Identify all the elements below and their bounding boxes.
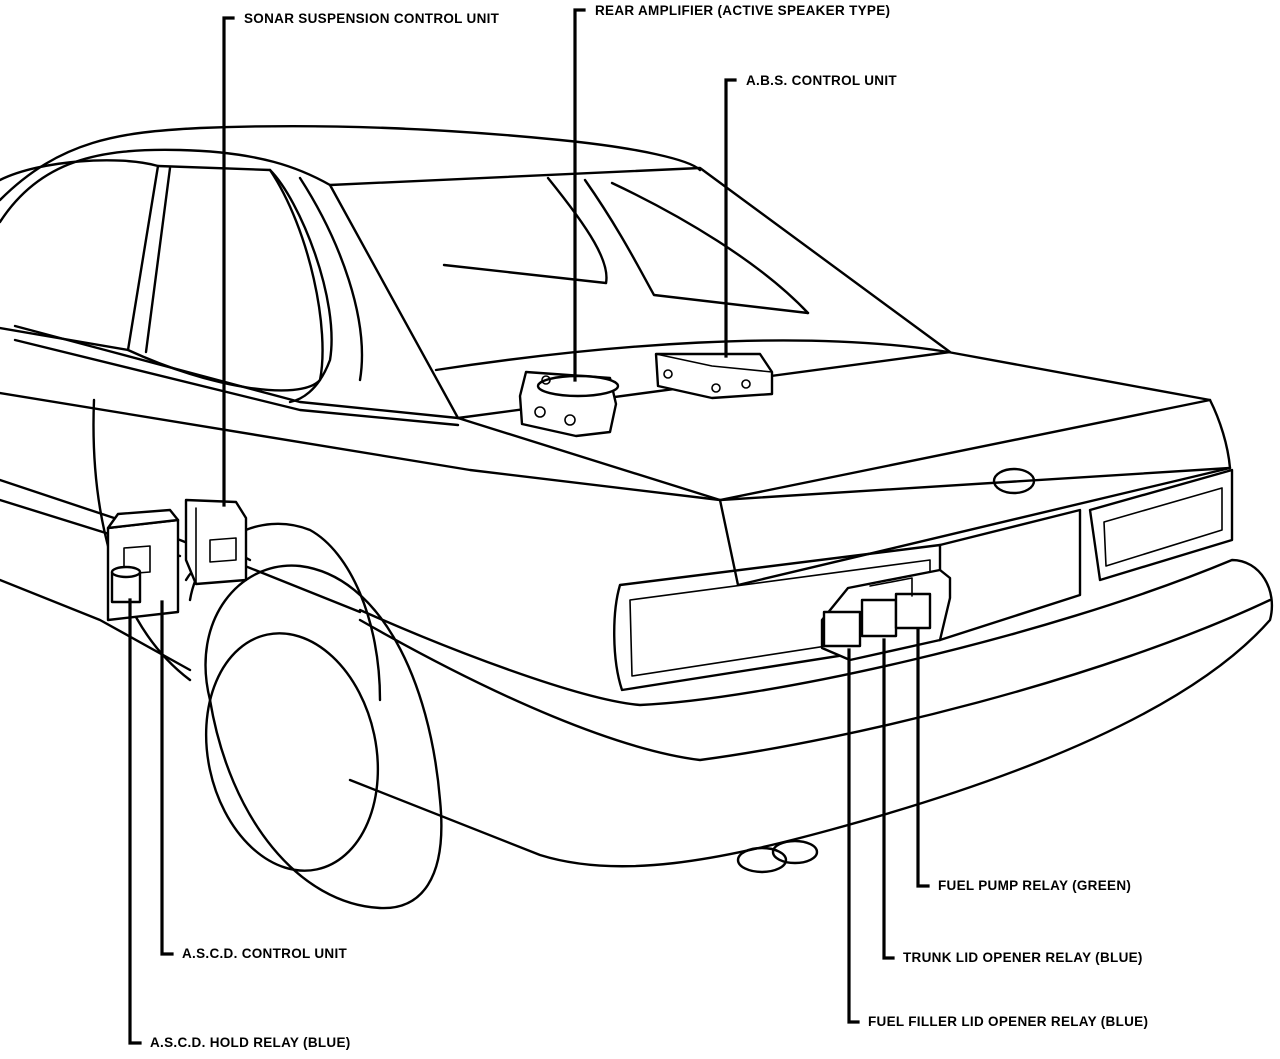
leader-fuel-pump [916,628,930,888]
tire-outer [204,564,443,910]
leader-ascd-control [160,600,174,956]
roof-line [0,124,702,202]
leader-ascd-hold [128,598,142,1045]
label-trunk-lid-opener-relay: TRUNK LID OPENER RELAY (BLUE) [903,950,1143,965]
right-tail-lamp [1088,468,1234,582]
rear-tire [204,632,380,872]
label-fuel-pump-relay: FUEL PUMP RELAY (GREEN) [938,878,1132,893]
leader-rear-amp [573,8,586,382]
leader-sonar [222,16,235,507]
roof-inner-line [0,148,332,224]
sonar-control-unit [184,498,248,586]
leader-fuel-filler [847,648,860,1024]
abs-control-unit [654,352,774,400]
leader-trunk-lid [882,638,895,960]
label-fuel-filler-lid-opener-relay: FUEL FILLER LID OPENER RELAY (BLUE) [868,1014,1149,1029]
left-tail-lamp [613,543,942,692]
label-ascd-hold-relay: A.S.C.D. HOLD RELAY (BLUE) [150,1035,351,1050]
label-sonar-suspension-control-unit: SONAR SUSPENSION CONTROL UNIT [244,11,500,26]
label-rear-amplifier: REAR AMPLIFIER (ACTIVE SPEAKER TYPE) [595,3,891,18]
trunk-emblem [992,467,1036,495]
ascd-hold-relay [110,565,142,604]
label-ascd-control-unit: A.S.C.D. CONTROL UNIT [182,946,348,961]
rear-amplifier [518,370,620,438]
label-abs-control-unit: A.B.S. CONTROL UNIT [746,73,897,88]
leader-abs [724,78,737,358]
